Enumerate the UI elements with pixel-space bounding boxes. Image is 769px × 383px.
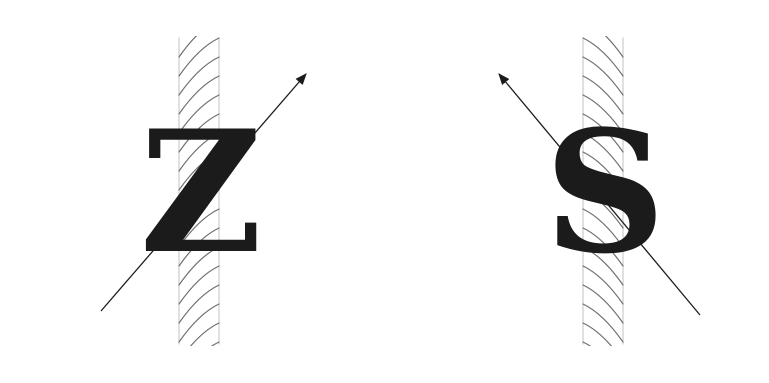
rope-strand	[583, 19, 623, 57]
rope-strand	[583, 304, 623, 342]
rope-strand	[583, 323, 623, 361]
rope-strand	[179, 19, 219, 57]
s-twist-letter: S	[544, 93, 665, 291]
s-twist-group: S	[499, 19, 700, 380]
rope-strand	[583, 38, 623, 76]
z-twist-letter: Z	[140, 93, 263, 291]
rope-strand	[179, 323, 219, 361]
rope-strand	[179, 57, 219, 95]
rope-strand	[179, 38, 219, 76]
rope-strand	[179, 342, 219, 380]
z-twist-group: Z	[101, 19, 306, 380]
rope-strand	[583, 57, 623, 95]
rope-strand	[583, 342, 623, 380]
rope-strand	[179, 304, 219, 342]
